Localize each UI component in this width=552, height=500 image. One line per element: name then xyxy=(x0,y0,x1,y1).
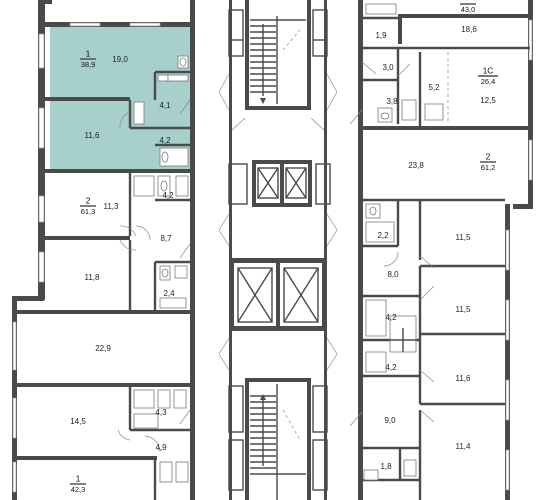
room-area: 12,5 xyxy=(480,96,496,105)
room-area: 8,7 xyxy=(160,234,172,243)
elevator-shaft-top xyxy=(257,167,307,199)
svg-text:42,3: 42,3 xyxy=(71,485,86,494)
elevator-shaft-bottom xyxy=(237,267,319,323)
svg-text:38,9: 38,9 xyxy=(81,60,96,69)
room-area: 4,2 xyxy=(162,191,174,200)
room-area: 11,4 xyxy=(456,442,472,451)
apartment-badge[interactable]: 1 42,3 xyxy=(70,473,86,494)
room-area-labels: 19,0 4,1 11,6 4,2 4,2 11,3 8,7 11,8 2,4 … xyxy=(70,25,496,471)
room-area: 2,4 xyxy=(163,289,175,298)
room-area: 4,1 xyxy=(159,101,171,110)
room-area: 11,8 xyxy=(85,273,101,282)
svg-text:61,2: 61,2 xyxy=(481,163,496,172)
svg-text:61,3: 61,3 xyxy=(81,207,96,216)
room-area: 11,3 xyxy=(104,202,120,211)
room-area: 4,2 xyxy=(159,136,171,145)
room-area: 4,9 xyxy=(155,443,167,452)
room-area: 3,0 xyxy=(382,63,394,72)
staircase-bottom xyxy=(250,384,306,500)
apartment-labels: 1 38,9 2 61,3 1 42,3 43,0 1С 26,4 xyxy=(70,3,498,494)
room-area: 3,8 xyxy=(386,97,398,106)
room-area: 18,6 xyxy=(461,25,477,34)
room-area: 23,8 xyxy=(408,161,424,170)
svg-text:43,0: 43,0 xyxy=(461,5,476,14)
staircase-top xyxy=(250,16,306,104)
room-area: 14,5 xyxy=(70,417,86,426)
svg-text:1: 1 xyxy=(76,473,81,483)
svg-text:1С: 1С xyxy=(483,65,494,75)
room-area: 11,6 xyxy=(456,374,472,383)
room-area: 4,2 xyxy=(385,313,397,322)
left-block-fixtures xyxy=(117,55,191,483)
room-area: 9,0 xyxy=(384,416,396,425)
right-block-walls xyxy=(358,0,533,500)
svg-text:26,4: 26,4 xyxy=(481,77,496,86)
room-area: 8,0 xyxy=(387,270,399,279)
apartment-badge[interactable]: 43,0 xyxy=(460,3,476,14)
apartment-badge[interactable]: 2 61,2 xyxy=(480,151,496,172)
room-area: 5,2 xyxy=(428,83,440,92)
room-area: 4,2 xyxy=(385,363,397,372)
room-area: 2,2 xyxy=(377,231,389,240)
apartment-badge[interactable]: 1 38,9 xyxy=(80,48,96,69)
room-area: 22,9 xyxy=(95,344,111,353)
left-block-walls xyxy=(12,0,195,500)
svg-text:1: 1 xyxy=(86,48,91,58)
room-area: 19,0 xyxy=(112,55,128,64)
room-area: 1,8 xyxy=(380,462,392,471)
room-area: 4,3 xyxy=(155,408,167,417)
room-area: 11,6 xyxy=(85,131,101,140)
apartment-badge[interactable]: 2 61,3 xyxy=(80,195,96,216)
room-area: 1,9 xyxy=(375,31,387,40)
svg-text:2: 2 xyxy=(86,195,91,205)
room-area: 11,5 xyxy=(456,233,472,242)
svg-text:2: 2 xyxy=(486,151,491,161)
right-block-fixtures xyxy=(349,3,444,481)
central-core xyxy=(218,0,338,500)
room-area: 11,5 xyxy=(456,305,472,314)
apartment-badge[interactable]: 1С 26,4 xyxy=(478,65,498,86)
